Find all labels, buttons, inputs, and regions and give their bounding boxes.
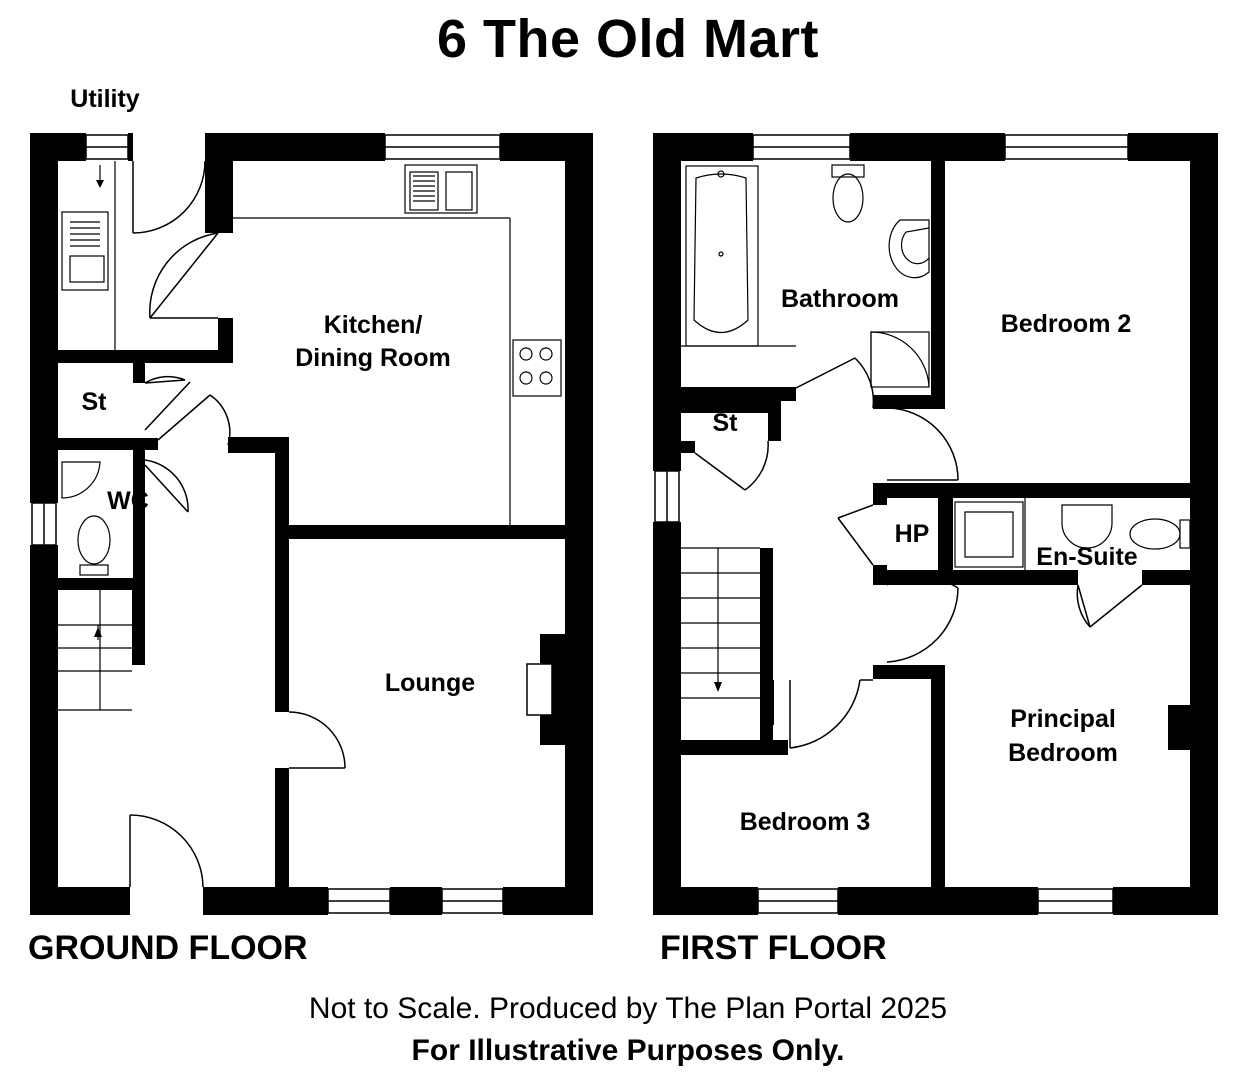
first-fixtures bbox=[681, 164, 1191, 699]
ground-doors bbox=[129, 160, 346, 888]
footer-illustrative-note: For Illustrative Purposes Only. bbox=[411, 1034, 845, 1067]
room-label-principal-line2: Bedroom bbox=[1008, 739, 1118, 767]
room-label-lounge: Lounge bbox=[385, 669, 475, 697]
room-label-ensuite: En-Suite bbox=[1036, 543, 1137, 571]
room-label-bedroom2: Bedroom 2 bbox=[1001, 310, 1132, 338]
ground-outer-walls bbox=[30, 133, 593, 915]
ground-floor-label: GROUND FLOOR bbox=[28, 929, 308, 967]
room-label-kitchen-line1: Kitchen/ bbox=[324, 311, 423, 339]
first-outer-walls bbox=[653, 133, 1218, 915]
plan-title: 6 The Old Mart bbox=[436, 9, 820, 69]
room-label-utility: Utility bbox=[70, 85, 140, 113]
ground-floor-plan: Utility Kitchen/ Dining Room St WC Loung… bbox=[28, 85, 593, 967]
footer-disclaimer: Not to Scale. Produced by The Plan Porta… bbox=[308, 992, 948, 1025]
room-label-wc: WC bbox=[107, 487, 149, 515]
ground-interior-walls bbox=[58, 133, 565, 887]
room-label-ground-store: St bbox=[82, 388, 108, 416]
room-label-first-store: St bbox=[713, 409, 739, 437]
room-label-bedroom3: Bedroom 3 bbox=[740, 808, 871, 836]
first-windows bbox=[654, 134, 1129, 914]
room-label-kitchen-line2: Dining Room bbox=[295, 344, 451, 372]
first-interior-walls bbox=[681, 161, 1218, 887]
room-label-bathroom: Bathroom bbox=[781, 285, 899, 313]
room-label-principal-line1: Principal bbox=[1010, 705, 1116, 733]
room-label-hp: HP bbox=[895, 520, 930, 548]
first-doors bbox=[694, 357, 1143, 749]
first-floor-label: FIRST FLOOR bbox=[660, 929, 887, 967]
first-floor-plan: Bathroom Bedroom 2 St HP En-Suite Princi… bbox=[653, 133, 1218, 967]
ground-windows bbox=[31, 134, 504, 914]
